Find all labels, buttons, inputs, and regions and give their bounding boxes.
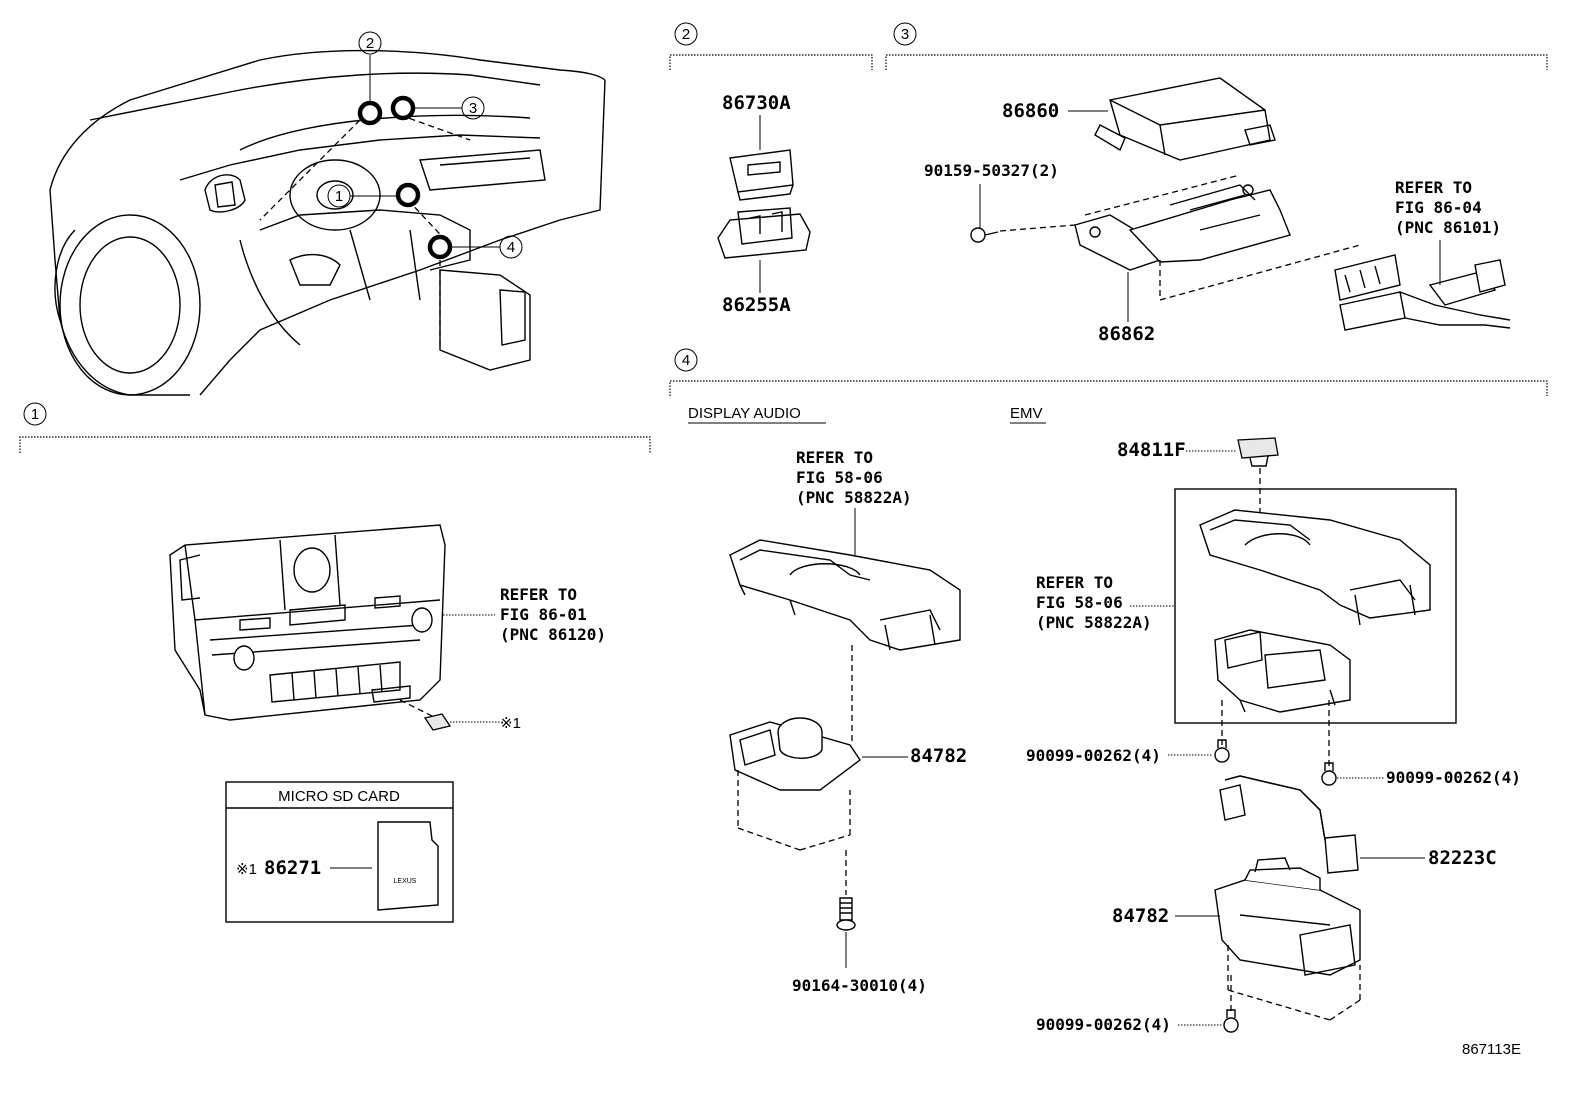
- section-3-refer-line-2: FIG 86-04: [1395, 198, 1482, 217]
- emv-part-cable: 82223C: [1428, 847, 1497, 869]
- callout-4-label: 4: [507, 239, 515, 256]
- screw-drawing: [970, 227, 999, 243]
- display-audio-refer-line-1: REFER TO: [796, 448, 873, 467]
- switch-base-drawing: [717, 207, 811, 259]
- section-1-audio-unit: 1 RE: [19, 402, 651, 923]
- section-4-emv-title: EMV: [1010, 405, 1043, 422]
- section-3-refer-line-1: REFER TO: [1395, 178, 1472, 197]
- callout-3-label: 3: [469, 100, 477, 117]
- vehicle-interior-overview: 2 3 1 4: [49, 31, 606, 396]
- emv-assembly-frame: [1174, 488, 1457, 724]
- section-3-part-screw: 90159-50327(2): [924, 161, 1059, 180]
- emv-refer-line-1: REFER TO: [1036, 573, 1113, 592]
- display-audio-screw-drawing: [836, 897, 856, 931]
- emv-console-drawing: [1199, 509, 1431, 626]
- emv-part-screw-left: 90099-00262(4): [1026, 746, 1161, 765]
- callout-1-marker: [395, 182, 421, 208]
- emv-screw-bottom-drawing: [1223, 1009, 1239, 1033]
- callout-4-marker: [427, 234, 453, 260]
- section-1-note-mark: ※1: [500, 715, 521, 732]
- section-3-part-bracket: 86862: [1098, 323, 1155, 345]
- micro-sd-card-part-number: 86271: [264, 857, 321, 879]
- section-2-switch: 2 86730A 86255A: [669, 22, 873, 316]
- micro-sd-card-box: MICRO SD CARD ※1 86271 LEXUS: [225, 781, 454, 923]
- display-audio-knob-drawing: [729, 717, 861, 791]
- section-1-refer-line-2: FIG 86-01: [500, 605, 587, 624]
- section-4-number: 4: [682, 352, 690, 369]
- emv-part-knob: 84782: [1112, 905, 1169, 927]
- display-audio-part-knob: 84782: [910, 745, 967, 767]
- emv-screw-left-drawing: [1214, 739, 1230, 763]
- section-1-refer-line-1: REFER TO: [500, 585, 577, 604]
- display-audio-refer-line-3: (PNC 58822A): [796, 488, 912, 507]
- section-1-refer-line-3: (PNC 86120): [500, 625, 606, 644]
- emv-refer-line-2: FIG 58-06: [1036, 593, 1123, 612]
- micro-sd-card-title: MICRO SD CARD: [278, 788, 400, 805]
- emv-part-screw-right: 90099-00262(4): [1386, 768, 1521, 787]
- section-2-part-top: 86730A: [722, 92, 791, 114]
- switch-knob-drawing: [729, 149, 794, 201]
- callout-2-label: 2: [366, 35, 374, 52]
- display-audio-part-screw: 90164-30010(4): [792, 976, 927, 995]
- micro-sd-card-mark: ※1: [236, 861, 257, 878]
- callout-1-label: 1: [335, 188, 343, 205]
- callout-3-marker: [390, 95, 416, 121]
- section-3-number: 3: [901, 26, 909, 43]
- emv-screw-right-drawing: [1321, 762, 1337, 786]
- emv-part-screw-bottom: 90099-00262(4): [1036, 1015, 1171, 1034]
- emv-cap-drawing: [1237, 437, 1279, 459]
- section-1-number: 1: [31, 406, 39, 423]
- emv-cable-drawing: [1219, 775, 1359, 874]
- airbag-ecu-drawing: [1094, 77, 1276, 161]
- display-audio-refer-line-2: FIG 58-06: [796, 468, 883, 487]
- diagram-id: 867113E: [1462, 1041, 1521, 1058]
- section-3-airbag-sensor: 3 86860 90159-50327(2): [885, 22, 1548, 345]
- section-3-part-ecu: 86860: [1002, 100, 1059, 122]
- audio-head-unit-drawing: [169, 524, 500, 731]
- section-3-refer-line-3: (PNC 86101): [1395, 218, 1501, 237]
- emv-knob-drawing: [1214, 857, 1361, 976]
- sensor-bracket-drawing: [1074, 184, 1291, 271]
- emv-refer-line-3: (PNC 58822A): [1036, 613, 1152, 632]
- section-4-display-audio-title: DISPLAY AUDIO: [688, 405, 801, 422]
- emv-part-cap: 84811F: [1117, 439, 1186, 461]
- section-2-part-bottom: 86255A: [722, 294, 791, 316]
- wire-harness-drawing: [1334, 254, 1511, 331]
- display-audio-console-drawing: [729, 539, 961, 651]
- callout-2-marker: [357, 100, 383, 126]
- micro-sd-card-drawing: [377, 821, 439, 911]
- micro-sd-card-logo: LEXUS: [394, 878, 417, 885]
- emv-shifter-module-drawing: [1214, 629, 1351, 713]
- section-2-number: 2: [682, 26, 690, 43]
- section-4-console: 4 DISPLAY AUDIO EMV REFER TO FIG 58-06 (…: [669, 348, 1548, 1034]
